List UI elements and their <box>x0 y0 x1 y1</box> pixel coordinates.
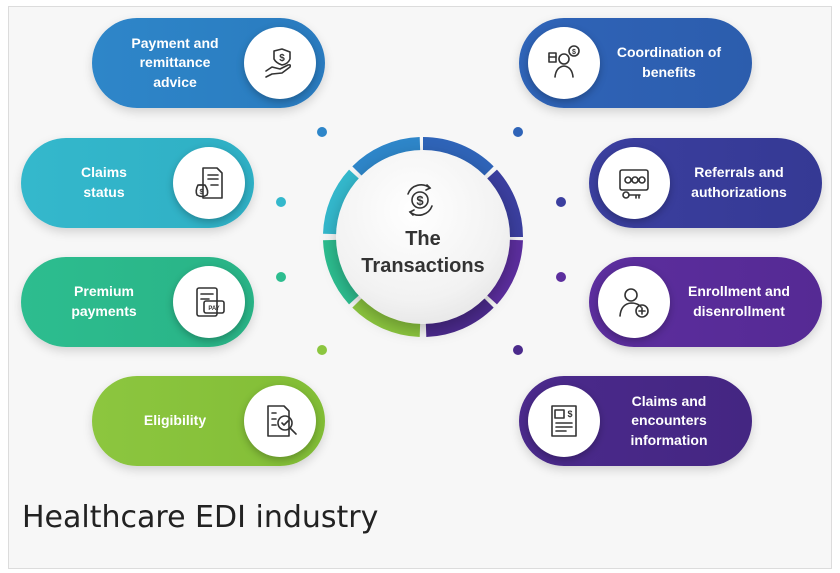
hub-core <box>336 150 510 324</box>
svg-text:$: $ <box>279 53 285 64</box>
dollar-cycle-icon: $ <box>407 184 433 216</box>
connector-dot <box>317 127 327 137</box>
svg-text:$: $ <box>572 49 576 56</box>
hand-dollar-icon: $ <box>265 48 292 78</box>
pill-label: Referrals and authorizations <box>691 164 787 200</box>
invoice-icon: $ <box>551 405 577 437</box>
svg-text:$: $ <box>416 193 424 208</box>
person-money-icon: $ <box>548 45 580 78</box>
hub-ring <box>323 137 524 337</box>
connector-dot <box>556 272 566 282</box>
connector-dot <box>317 345 327 355</box>
document-moneybag-icon: $ <box>195 167 223 199</box>
figure-caption: Healthcare EDI industry <box>22 500 379 535</box>
transaction-payment-remittance: Payment and remittance advice $ <box>92 18 325 108</box>
transaction-claims-status: Claims status $ <box>21 138 254 228</box>
pill-label: Coordination of benefits <box>616 44 722 80</box>
transaction-eligibility: Eligibility <box>92 376 325 466</box>
svg-text:$: $ <box>567 409 572 419</box>
connector-dot <box>556 197 566 207</box>
pill-label: Claims and encounters information <box>630 392 708 448</box>
document-magnifier-icon <box>267 405 297 437</box>
transaction-claims-encounters: Claims and encounters information $ <box>519 376 752 466</box>
svg-text:$: $ <box>200 189 204 196</box>
pill-label: Enrollment and disenrollment <box>688 283 790 319</box>
pill-label: Payment and remittance advice <box>131 34 219 90</box>
transaction-coordination-benefits: Coordination of benefits $ <box>519 18 752 108</box>
connector-dot <box>276 272 286 282</box>
transaction-premium-payments: Premium payments PAY <box>21 257 254 347</box>
transaction-enrollment-disenrollment: Enrollment and disenrollment <box>589 257 822 347</box>
user-add-icon <box>619 288 649 318</box>
connector-dot <box>513 127 523 137</box>
pill-label: Eligibility <box>143 412 207 429</box>
pay-card-icon: PAY <box>196 287 225 317</box>
transaction-referrals-authorizations: Referrals and authorizations <box>589 138 822 228</box>
connector-dot <box>513 345 523 355</box>
hub-title: The Transactions <box>361 228 485 277</box>
svg-text:PAY: PAY <box>208 306 219 312</box>
pill-label: Premium payments <box>71 283 137 319</box>
pill-label: Claims status <box>81 164 127 200</box>
transactions-diagram: $ The Transactions Payment and remittanc… <box>21 18 822 466</box>
connector-dot <box>276 197 286 207</box>
id-card-key-icon <box>619 169 649 199</box>
